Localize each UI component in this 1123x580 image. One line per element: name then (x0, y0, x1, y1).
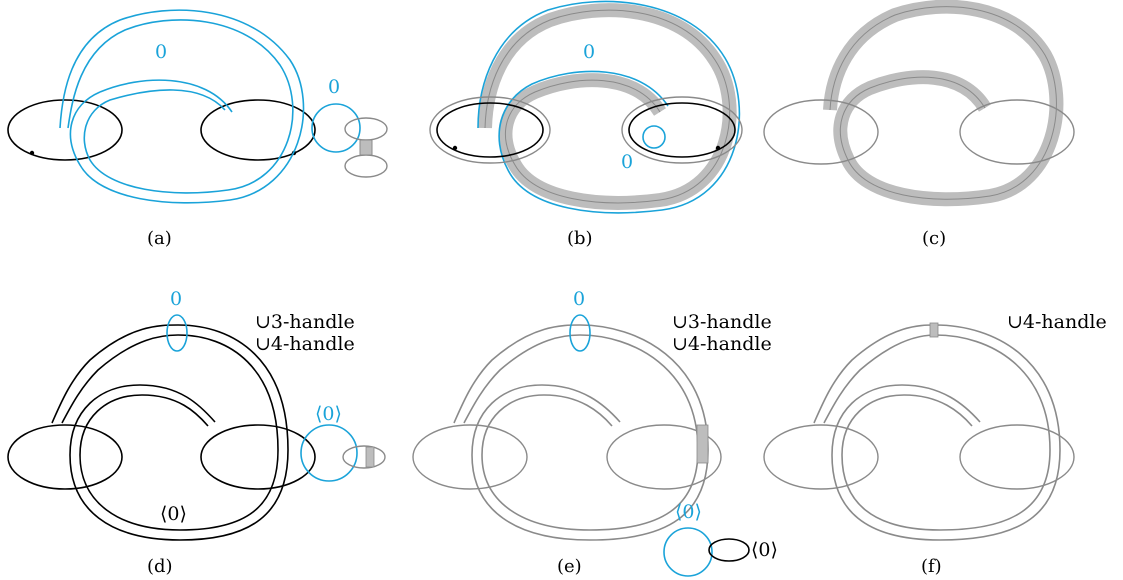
b-right-outer (621, 96, 743, 164)
c-gray-band-edge (829, 6, 1057, 200)
d-framing-label-bottom: ⟨0⟩ (160, 503, 187, 525)
a-blue-link (99, 79, 233, 113)
d-framing-label-top: 0 (170, 288, 182, 310)
b-left-inner (436, 102, 544, 158)
b-blue-meridian (642, 125, 666, 149)
e-top-blue-meridian (569, 314, 591, 352)
e-outer-double-curve (453, 324, 709, 541)
panel-a: 0 0 (a) (7, 9, 388, 249)
b-caption: (b) (567, 228, 593, 249)
a-dumbbell-band (359, 139, 373, 156)
a-caption: (a) (147, 228, 172, 249)
a-dumbbell-bottom (344, 154, 388, 178)
d-small-disk-band (365, 446, 375, 468)
b-blue-curve (477, 0, 741, 214)
d-top-blue-meridian (166, 314, 188, 352)
panel-d: 0 ⟨0⟩ ⟨0⟩ ∪3-handle ∪4-handle (d) (7, 288, 386, 577)
a-framing-label-main: 0 (155, 41, 167, 63)
d-handles-line2: ∪4-handle (255, 333, 355, 355)
b-left-dot (452, 145, 458, 151)
f-left-disk (763, 424, 879, 490)
e-black-unknot (708, 538, 750, 562)
a-blue-inner-curve (67, 19, 294, 194)
e-blue-unknot (663, 527, 713, 577)
e-framing-label-black: ⟨0⟩ (751, 539, 778, 561)
d-caption: (d) (147, 556, 173, 577)
e-handles-line2: ∪4-handle (672, 333, 772, 355)
e-left-disk (412, 424, 528, 490)
f-handles-line1: ∪4-handle (1007, 311, 1107, 333)
e-handles-line1: ∪3-handle (672, 311, 772, 333)
f-caption: (f) (921, 556, 942, 577)
a-blue-outer-curve (59, 9, 305, 204)
e-inner-double-curve (463, 334, 699, 531)
c-left-disk (763, 99, 879, 165)
a-framing-label-small: 0 (328, 76, 340, 98)
d-outer-double-curve (51, 324, 289, 541)
d-right-blue-meridian (300, 424, 358, 482)
d-handles-line1: ∪3-handle (255, 311, 355, 333)
b-right-dot (715, 145, 721, 151)
e-right-disk (606, 424, 722, 490)
panel-c: (c) (763, 0, 1075, 249)
e-caption: (e) (557, 556, 582, 577)
e-band-segment (696, 424, 709, 464)
panel-b: 0 0 (b) (429, 0, 743, 249)
f-outer-double-curve (813, 324, 1061, 541)
b-framing-label-main: 0 (583, 41, 595, 63)
a-right-unknot (200, 99, 316, 161)
d-framing-label-right: ⟨0⟩ (315, 403, 342, 425)
d-right-unknot (200, 424, 316, 490)
d-small-disk (342, 445, 386, 469)
a-left-dot (29, 150, 35, 156)
a-left-unknot (7, 99, 123, 161)
a-blue-meridian (311, 103, 361, 153)
c-right-disk (959, 99, 1075, 165)
d-left-unknot (7, 424, 123, 490)
panel-e: 0 ⟨0⟩ ⟨0⟩ ∪3-handle ∪4-handle (e) (412, 288, 778, 577)
f-inner-double-curve (823, 334, 1051, 531)
b-gray-band-edge (484, 9, 731, 204)
b-right-inner (628, 102, 736, 158)
b-framing-label-small: 0 (621, 151, 633, 173)
d-inner-double-curve (61, 334, 279, 531)
f-right-disk (959, 424, 1075, 490)
f-band-segment (929, 322, 939, 338)
b-left-outer (429, 96, 551, 164)
panel-f: ∪4-handle (f) (763, 311, 1107, 577)
c-caption: (c) (922, 228, 946, 249)
e-framing-label-blue: ⟨0⟩ (675, 501, 702, 523)
e-framing-label-top: 0 (573, 288, 585, 310)
a-dumbbell-top (344, 117, 388, 141)
